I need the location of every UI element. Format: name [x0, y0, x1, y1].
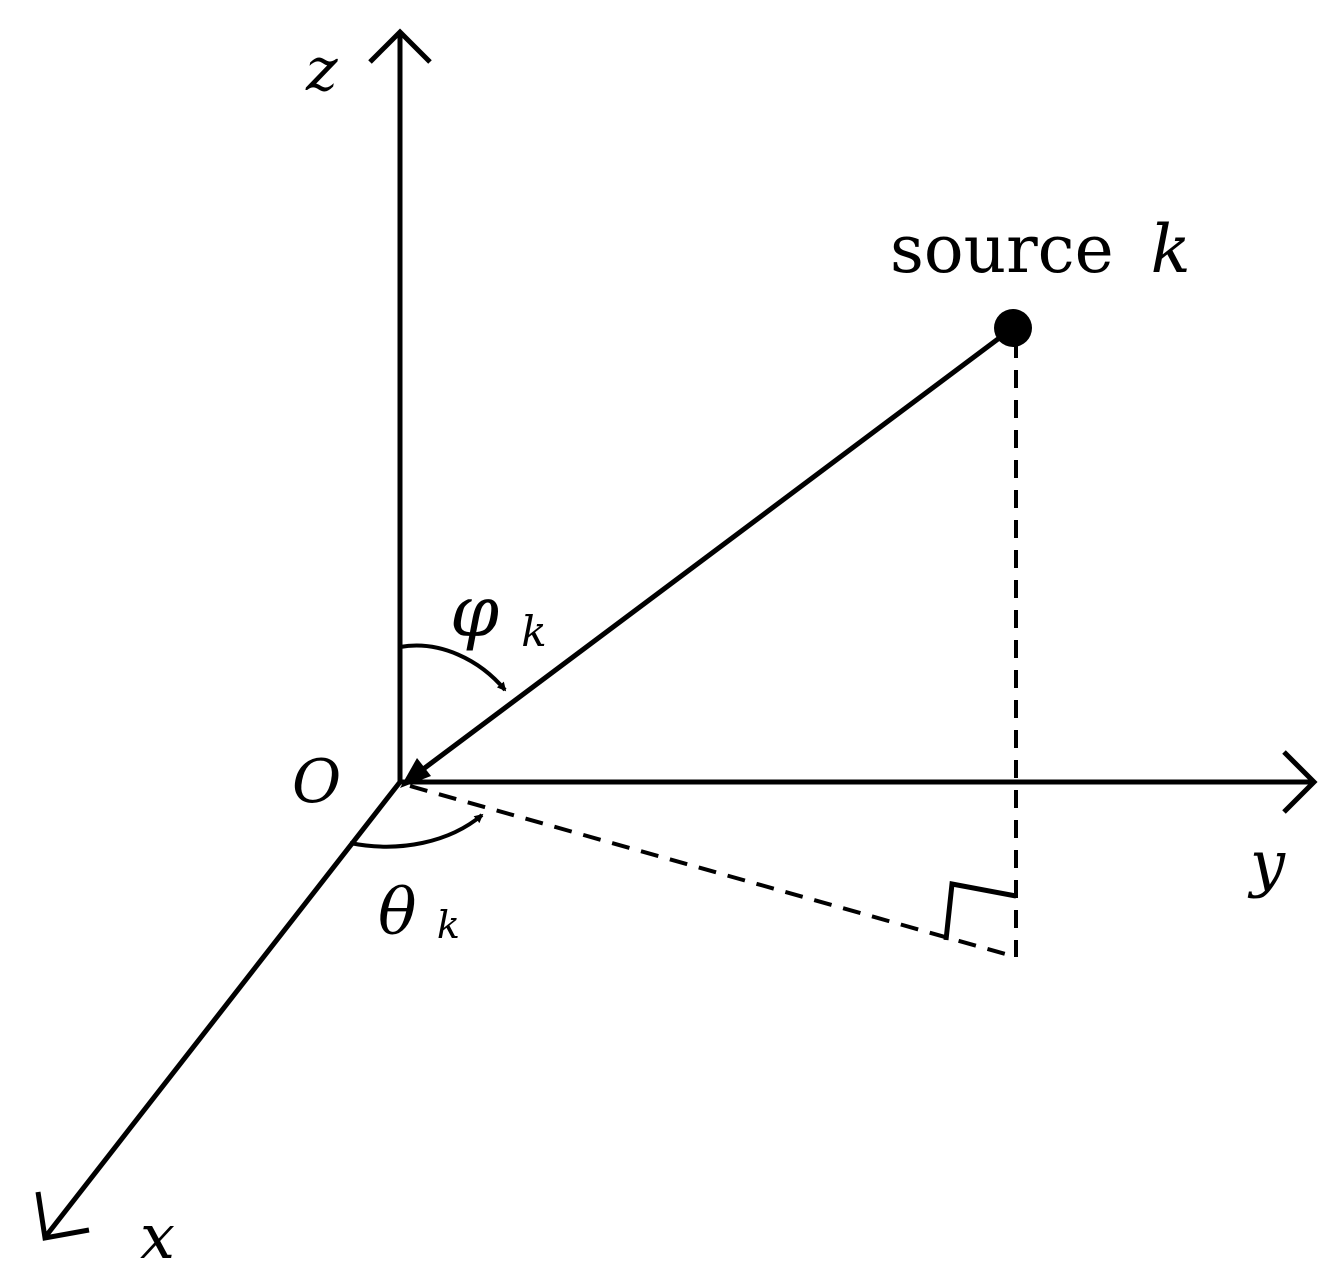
- theta-subscript: k: [437, 903, 460, 947]
- source-label: source k: [890, 211, 1191, 288]
- x-axis-arrowhead: [35, 1191, 90, 1241]
- z-axis-arrowhead: [368, 28, 432, 64]
- y-axis-arrowhead: [1282, 750, 1318, 814]
- source-vector-arrowhead: [400, 758, 431, 788]
- y-axis-label: y: [1247, 827, 1286, 900]
- theta-angle-arc: [349, 813, 484, 849]
- phi-symbol: φ: [450, 571, 499, 653]
- theta-label: θ k: [378, 876, 460, 950]
- phi-label: φ k: [450, 571, 547, 656]
- right-angle-marker: [943, 881, 1017, 941]
- y-axis: [400, 750, 1318, 814]
- source-point: [994, 309, 1032, 347]
- phi-angle-arc: [399, 643, 507, 692]
- theta-symbol: θ: [378, 876, 417, 950]
- ground-projection-line: [409, 784, 1017, 959]
- source-label-index: k: [1151, 211, 1191, 288]
- x-axis-label: x: [140, 1200, 175, 1273]
- x-axis: [35, 780, 402, 1241]
- z-axis: [368, 28, 432, 782]
- source-vector: [400, 327, 1012, 788]
- source-label-word: source: [890, 211, 1114, 288]
- origin-label: O: [292, 747, 341, 817]
- phi-subscript: k: [521, 607, 546, 656]
- z-axis-label: z: [305, 35, 338, 105]
